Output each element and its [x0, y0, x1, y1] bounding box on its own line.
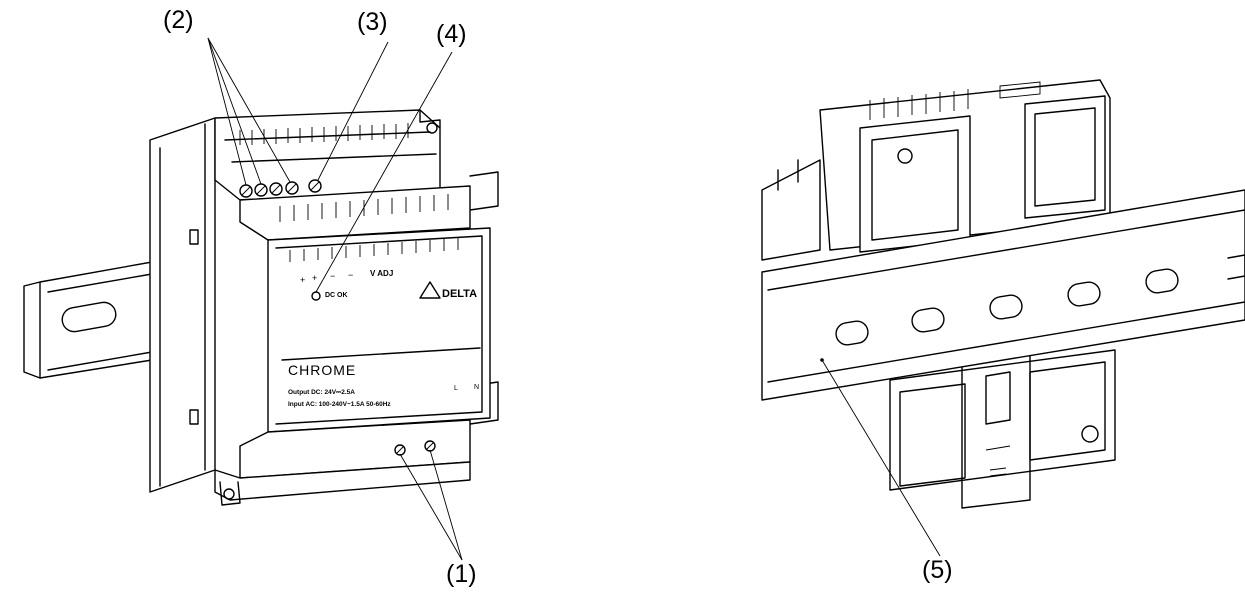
minus-terminal-mark: − [330, 271, 335, 281]
brand-name: DELTA [442, 288, 477, 300]
right-device-rear [761, 79, 1116, 509]
series-name: CHROME [288, 362, 356, 378]
callout-label-1: (1) [446, 560, 477, 588]
delta-logo-icon [419, 281, 441, 299]
plus-terminal-mark-2: + [312, 273, 317, 283]
left-device: + + − − V ADJ DC OK DELTA CHROME Output … [149, 109, 491, 506]
middle-vent-slots [279, 194, 449, 222]
n-terminal-mark: N [474, 384, 479, 391]
plus-terminal-mark: + [300, 275, 305, 285]
output-terminal-screws [239, 179, 322, 198]
front-vent-slots [289, 238, 459, 262]
l-terminal-mark: L [454, 385, 458, 392]
callout-label-3: (3) [357, 8, 388, 36]
output-spec: Output DC: 24V⎓2.5A [288, 389, 355, 396]
right-din-rail [761, 189, 1245, 401]
callout-label-4: (4) [436, 20, 467, 48]
v-adj-mark: V ADJ [370, 269, 393, 278]
input-spec: Input AC: 100-240V~1.5A 50-60Hz [288, 401, 391, 408]
top-vent-slots [239, 123, 409, 145]
callout-label-2: (2) [163, 6, 194, 34]
minus-terminal-mark-2: − [348, 270, 353, 280]
leader-lines [207, 37, 941, 561]
dc-ok-label: DC OK [325, 292, 348, 299]
callout-label-5: (5) [922, 556, 953, 584]
